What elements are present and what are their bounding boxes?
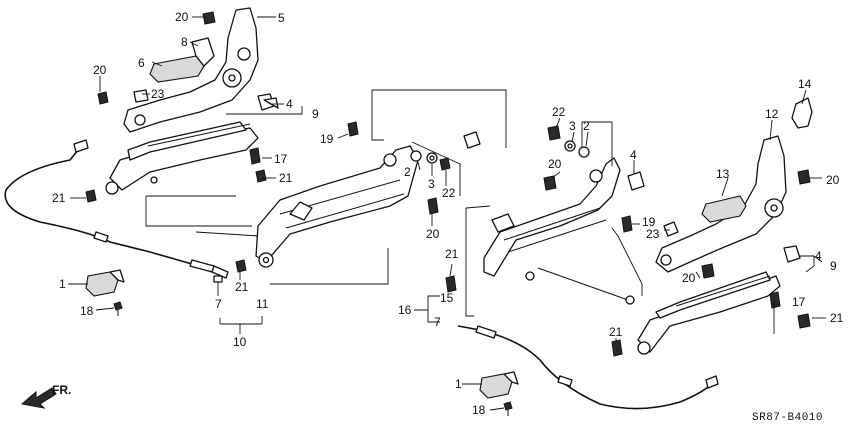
callout: 6 — [138, 56, 145, 70]
callout: 1 — [455, 377, 462, 391]
callout: 21 — [235, 280, 249, 294]
right-leader-lines — [414, 89, 826, 411]
callout: 16 — [398, 303, 412, 317]
right-switch-screw — [503, 401, 513, 416]
callout: 20 — [93, 63, 107, 77]
left-seat-base-frame — [195, 145, 419, 268]
right-recliner-frame — [655, 135, 787, 273]
callout: 17 — [274, 152, 288, 166]
left-recliner-knob — [149, 55, 205, 83]
left-recliner-frame — [123, 7, 259, 133]
callout: 4 — [630, 148, 637, 162]
callout: 23 — [151, 87, 165, 101]
callout: 23 — [646, 227, 660, 241]
left-callouts: 20 5 8 6 20 23 4 9 19 17 21 21 2 3 22 20… — [52, 10, 456, 349]
left-seat-track — [105, 121, 259, 195]
callout: 8 — [181, 35, 188, 49]
callout: 5 — [278, 11, 285, 25]
right-recliner-cover — [791, 97, 813, 129]
callout: 18 — [80, 304, 94, 318]
diagram-code: SR87-B4010 — [752, 412, 823, 424]
callout: 20 — [175, 10, 189, 24]
callout: 2 — [583, 119, 590, 133]
callout: 9 — [312, 107, 319, 121]
callout: 21 — [609, 325, 623, 339]
callout: 21 — [445, 247, 459, 261]
right-recliner-knob — [701, 195, 747, 223]
callout: 4 — [815, 249, 822, 263]
front-direction-arrow-icon — [20, 387, 57, 409]
right-fasteners — [445, 125, 811, 357]
callout: 22 — [552, 105, 566, 119]
left-recliner-cover — [191, 37, 215, 67]
callout: 3 — [428, 177, 435, 191]
callout: 22 — [442, 186, 456, 200]
callout: 1 — [59, 277, 66, 291]
left-fasteners — [85, 11, 481, 283]
left-leader-lines — [68, 16, 447, 334]
right-seat-base-frame — [483, 157, 635, 305]
callout: 13 — [716, 167, 730, 181]
callout: 7 — [215, 297, 222, 311]
callout: 14 — [798, 77, 812, 91]
callout: 21 — [279, 171, 293, 185]
callout: 20 — [826, 173, 840, 187]
left-seat-switch — [85, 269, 125, 297]
left-switch-screw — [113, 301, 123, 316]
callout: 21 — [830, 311, 844, 325]
callout: 11 — [256, 297, 269, 311]
right-seat-track — [637, 271, 781, 355]
callout: 4 — [286, 97, 293, 111]
callout: 3 — [569, 119, 576, 133]
right-seat-switch — [479, 371, 519, 399]
callout: 12 — [765, 107, 779, 121]
callout: 7 — [434, 315, 441, 329]
callout: 17 — [792, 295, 806, 309]
callout: 20 — [548, 157, 562, 171]
callout: 21 — [52, 191, 66, 205]
right-callouts: 22 3 2 14 12 4 13 20 20 19 23 4 9 20 21 … — [398, 77, 844, 417]
callout: 9 — [830, 259, 837, 273]
callout: 2 — [404, 165, 411, 179]
callout: 20 — [682, 271, 696, 285]
front-direction-label: FR. — [52, 383, 71, 397]
callout: 19 — [320, 132, 334, 146]
right-release-cable — [457, 325, 713, 410]
callout: 20 — [426, 227, 440, 241]
callout: 15 — [440, 291, 454, 305]
callout: 18 — [472, 403, 486, 417]
callout: 10 — [233, 335, 247, 349]
callout: 19 — [642, 215, 656, 229]
